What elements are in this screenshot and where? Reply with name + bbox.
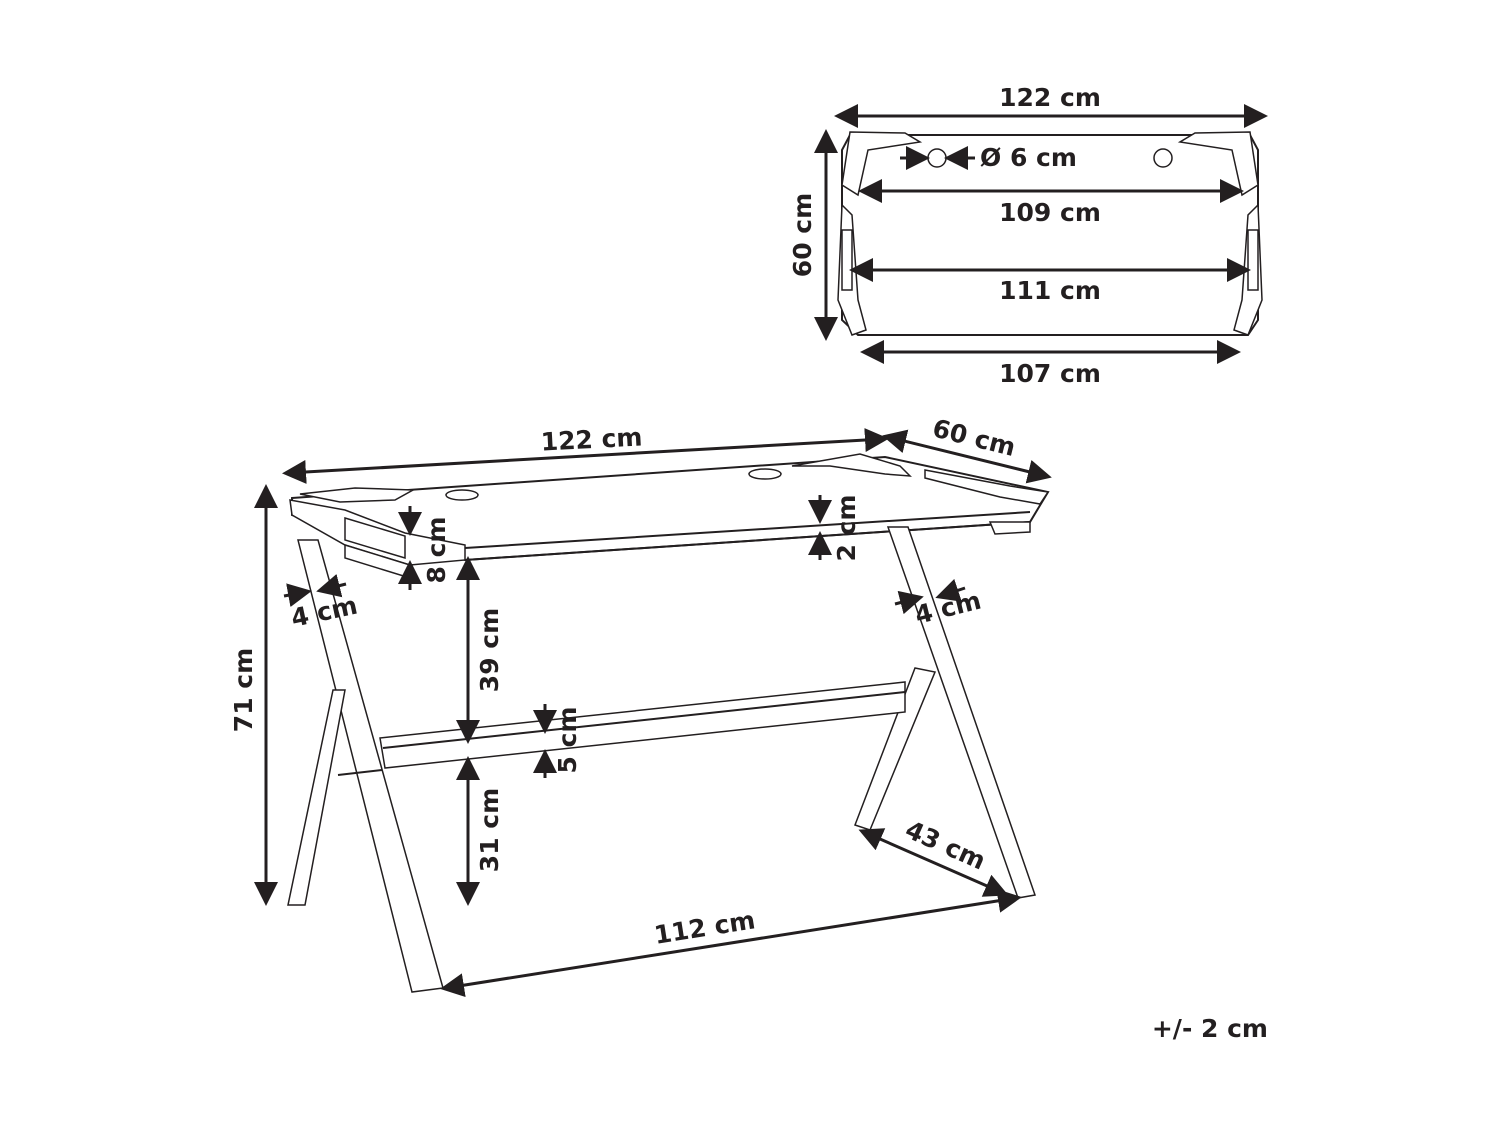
perspective-base-width-label: 112 cm (652, 905, 757, 950)
perspective-foot-length-dimension (858, 828, 1009, 897)
perspective-top-thickness-label: 2 cm (832, 495, 861, 562)
perspective-leg-width-left-label: 4 cm (288, 591, 360, 633)
perspective-right-underside-block (988, 521, 1031, 535)
top-view-width-label: 122 cm (999, 83, 1101, 112)
top-view-front-width-label: 107 cm (999, 359, 1101, 388)
perspective-desktop-front-edge (464, 511, 1031, 561)
perspective-top-mid-bracket (791, 453, 912, 477)
tolerance-label: +/- 2 cm (1152, 1014, 1268, 1043)
perspective-crossbar-height-label: 5 cm (553, 707, 582, 774)
top-view-hole-label: Ø 6 cm (980, 143, 1077, 172)
perspective-cable-hole-back (748, 468, 782, 480)
perspective-view: 122 cm 60 cm 2 cm 8 cm 4 cm 4 cm 71 cm 3… (229, 413, 1052, 998)
top-view-cable-hole-right (1153, 148, 1173, 168)
perspective-leg-right-arrow-a (894, 590, 924, 615)
perspective-left-back-leg (287, 689, 346, 906)
perspective-width-label: 122 cm (540, 422, 643, 456)
perspective-width-dimension (282, 428, 889, 484)
perspective-top-left-bracket (299, 487, 416, 503)
top-view: 122 cm 60 cm Ø 6 cm 109 cm 111 cm 107 cm (788, 83, 1268, 388)
perspective-cable-hole-front (445, 489, 479, 501)
perspective-right-side-rail (924, 469, 1050, 505)
top-view-left-corner-bracket (841, 131, 923, 197)
perspective-back-stretcher (337, 769, 383, 776)
top-view-left-side-panel (841, 229, 853, 291)
perspective-crossbar (379, 681, 906, 769)
top-view-right-side-panel (1247, 229, 1259, 291)
perspective-total-height-label: 71 cm (229, 648, 258, 732)
top-view-cable-hole-left (927, 148, 947, 168)
perspective-depth-dimension (882, 429, 1052, 484)
perspective-apron-height-label: 8 cm (422, 517, 451, 584)
perspective-lower-clearance-label: 31 cm (475, 788, 504, 872)
top-view-inner-width-label: 109 cm (999, 198, 1101, 227)
top-view-right-corner-bracket (1177, 131, 1259, 197)
perspective-upper-clearance-label: 39 cm (475, 608, 504, 692)
perspective-depth-label: 60 cm (930, 413, 1019, 462)
perspective-right-front-leg (886, 526, 1036, 899)
perspective-leg-left-arrow-b (316, 573, 347, 598)
top-view-depth-label: 60 cm (788, 193, 817, 277)
perspective-base-width-dimension (440, 888, 1022, 998)
perspective-leg-right-arrow-b (935, 578, 966, 602)
perspective-leg-left-arrow-a (283, 583, 312, 608)
perspective-left-side-panel (344, 516, 406, 560)
top-view-frame-width-label: 111 cm (999, 276, 1101, 305)
